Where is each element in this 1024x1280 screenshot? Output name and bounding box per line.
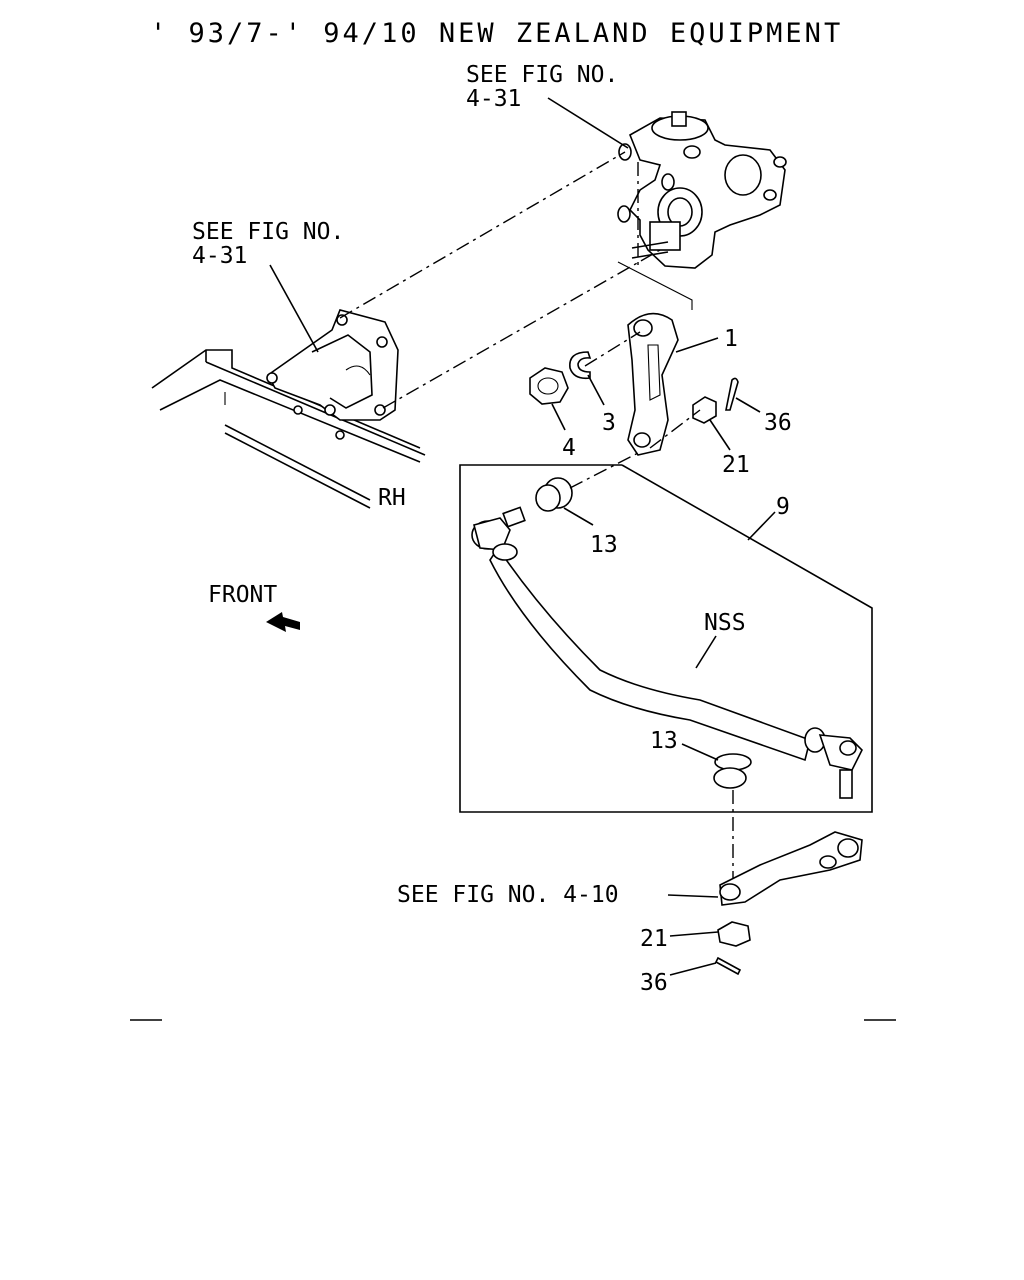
front-label: FRONT bbox=[208, 582, 277, 608]
callout-drag-link-assy: 9 bbox=[776, 494, 790, 520]
callout-cotter-pin-lower: 36 bbox=[640, 970, 668, 996]
diagram-title: ' 93/7-' 94/10 NEW ZEALAND EQUIPMENT bbox=[150, 18, 843, 49]
cotter-pin-upper bbox=[725, 377, 739, 411]
nut bbox=[529, 367, 569, 405]
callout-dust-boot-lower: 13 bbox=[650, 728, 678, 754]
stud-line-upper bbox=[569, 451, 641, 489]
leader-lines bbox=[269, 97, 776, 976]
gearbox-ref-number: 4-31 bbox=[466, 86, 521, 112]
steering-bracket bbox=[266, 309, 399, 440]
bracket-ref-label: SEE FIG NO. bbox=[192, 219, 344, 245]
mounting-lines bbox=[339, 151, 693, 409]
castle-nut-lower bbox=[717, 921, 751, 947]
callout-lock-washer: 3 bbox=[602, 410, 616, 436]
steering-gearbox bbox=[617, 111, 787, 269]
shaft-line bbox=[584, 331, 641, 367]
nss-label: NSS bbox=[704, 610, 746, 636]
side-label: RH bbox=[378, 485, 406, 511]
drag-link bbox=[471, 506, 863, 799]
pitman-arm bbox=[627, 312, 679, 456]
callout-dust-boot-upper: 13 bbox=[590, 532, 618, 558]
ball-stud-line bbox=[649, 409, 701, 449]
callout-pitman-arm: 1 bbox=[724, 326, 738, 352]
idler-ref-label: SEE FIG NO. 4-10 bbox=[397, 882, 619, 908]
castle-nut-upper bbox=[692, 396, 717, 424]
idler-arm bbox=[719, 831, 863, 906]
assembly-outline bbox=[459, 464, 873, 813]
gearbox-ref-label: SEE FIG NO. bbox=[466, 62, 618, 88]
dust-boot-lower bbox=[713, 753, 752, 789]
bracket-ref-number: 4-31 bbox=[192, 243, 247, 269]
callout-nut-lower: 21 bbox=[640, 926, 668, 952]
callout-nut: 4 bbox=[562, 435, 576, 461]
dust-boot-upper bbox=[535, 477, 573, 512]
lock-washer bbox=[569, 351, 592, 380]
callout-nut-upper: 21 bbox=[722, 452, 750, 478]
callout-cotter-pin-upper: 36 bbox=[764, 410, 792, 436]
front-arrow-icon bbox=[266, 612, 300, 632]
cotter-pin-lower bbox=[714, 956, 742, 976]
